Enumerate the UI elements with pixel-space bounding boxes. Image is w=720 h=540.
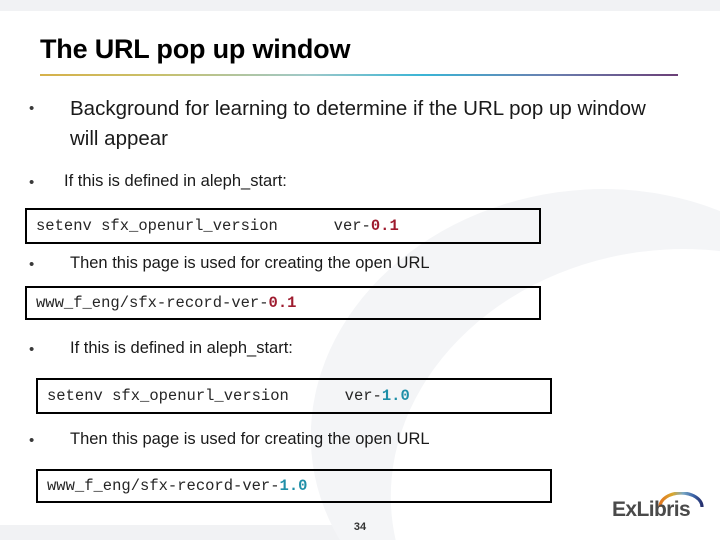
bullet-marker-icon: •	[29, 256, 35, 273]
list-item: • Then this page is used for creating th…	[29, 428, 430, 451]
page-number: 34	[353, 521, 367, 533]
bullet-text-then-used-2: Then this page is used for creating the …	[70, 430, 430, 448]
list-item: • Background for learning to determine i…	[29, 94, 670, 154]
code-text-prefix: www_f_eng/sfx-record-ver-	[47, 477, 280, 495]
code-text-version: 1.0	[279, 477, 308, 495]
bullet-text-if-defined-1: If this is defined in aleph_start:	[64, 172, 287, 190]
code-text-prefix: www_f_eng/sfx-record-ver-	[36, 294, 269, 312]
code-text-prefix: setenv sfx_openurl_version ver-	[36, 217, 371, 235]
bullet-marker-icon: •	[29, 341, 35, 358]
code-block-url-1-0: www_f_eng/sfx-record-ver-1.0	[36, 469, 552, 503]
title-divider	[40, 74, 678, 76]
code-text-version: 0.1	[370, 217, 399, 235]
page-title: The URL pop up window	[40, 34, 351, 64]
bullet-text-background: Background for learning to determine if …	[70, 97, 646, 150]
code-text-version: 1.0	[381, 387, 410, 405]
bullet-text-if-defined-2: If this is defined in aleph_start:	[70, 339, 293, 357]
bullet-marker-icon: •	[29, 432, 35, 449]
bullet-marker-icon: •	[29, 174, 35, 191]
exlibris-wordmark: ExLibris	[612, 498, 691, 521]
bullet-marker-icon: •	[29, 100, 35, 117]
top-edge-band	[0, 0, 720, 11]
code-block-url-0-1: www_f_eng/sfx-record-ver-0.1	[25, 286, 541, 320]
list-item: • If this is defined in aleph_start:	[29, 337, 293, 360]
code-text-version: 0.1	[268, 294, 297, 312]
list-item: • Then this page is used for creating th…	[29, 252, 430, 275]
code-block-setenv-0-1: setenv sfx_openurl_version ver-0.1	[25, 208, 541, 244]
code-text-prefix: setenv sfx_openurl_version ver-	[47, 387, 382, 405]
list-item: • If this is defined in aleph_start:	[29, 170, 287, 193]
code-block-setenv-1-0: setenv sfx_openurl_version ver-1.0	[36, 378, 552, 414]
exlibris-logo: ExLibris	[612, 492, 708, 526]
bullet-text-then-used-1: Then this page is used for creating the …	[70, 254, 430, 272]
rainbow-arc-icon	[658, 492, 704, 507]
